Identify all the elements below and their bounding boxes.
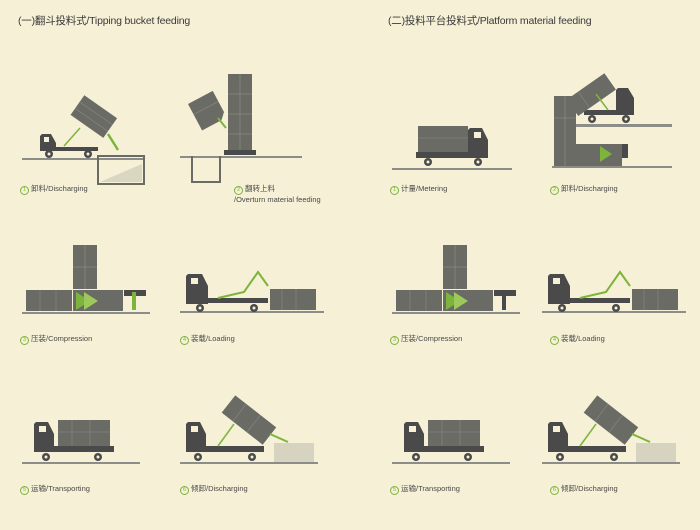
step-label: 运输/Transporting — [401, 484, 460, 493]
tilted-bin — [70, 95, 118, 138]
step-number-badge: 3 — [390, 336, 399, 345]
step-number-badge: 6 — [550, 486, 559, 495]
step-label: 倾卸/Discharging — [561, 484, 618, 493]
overturning-bucket — [188, 90, 224, 131]
step-number-badge: 2 — [550, 186, 559, 195]
step-label: 卸料/Discharging — [31, 184, 88, 193]
overturn-feeding-illustration — [180, 74, 302, 183]
truck — [40, 134, 98, 158]
right-section-title: (二)投料平台投料式/Platform material feeding — [388, 15, 592, 27]
transporting-illustration — [392, 420, 510, 464]
truck-with-container — [404, 420, 484, 461]
transporting-illustration — [22, 420, 140, 464]
compactor-unit — [554, 96, 622, 166]
step-number-badge: 3 — [20, 336, 29, 345]
storage-container — [26, 290, 72, 311]
tilted-container — [566, 73, 616, 117]
dumping-illustration — [542, 395, 680, 464]
step-number-badge: 1 — [20, 186, 29, 195]
truck — [186, 422, 264, 461]
container — [632, 289, 678, 310]
step-label: 装载/Loading — [191, 334, 235, 343]
loading-illustration — [180, 270, 324, 313]
loading-illustration — [542, 270, 686, 313]
step-label: 装载/Loading — [561, 334, 605, 343]
step-number-badge: 6 — [180, 486, 189, 495]
tilted-container — [583, 395, 639, 445]
step-label: 翻转上料 — [245, 184, 275, 193]
step-number-badge: 5 — [20, 486, 29, 495]
dumping-illustration — [180, 395, 318, 464]
truck-with-container — [34, 420, 114, 461]
step-number-badge: 1 — [390, 186, 399, 195]
compression-illustration — [392, 245, 520, 314]
left-section-title: (一)翻斗投料式/Tipping bucket feeding — [18, 15, 190, 27]
truck — [548, 274, 630, 312]
compression-illustration — [22, 245, 150, 314]
container — [270, 289, 316, 310]
metering-illustration — [392, 126, 512, 170]
tilted-container — [221, 395, 277, 445]
step-label: 压装/Compression — [31, 334, 93, 343]
truck — [186, 274, 268, 312]
step-number-badge: 4 — [550, 336, 559, 345]
step-number-badge: 4 — [180, 336, 189, 345]
compactor-tower — [228, 74, 252, 154]
step-number-badge: 5 — [390, 486, 399, 495]
platform-discharging-illustration — [552, 73, 672, 168]
storage-container — [396, 290, 442, 311]
truck — [548, 422, 626, 461]
step-label: /Overturn material feeding — [234, 195, 321, 204]
truck — [584, 88, 634, 123]
step-label: 计量/Metering — [401, 184, 448, 193]
step-label: 运输/Transporting — [31, 484, 90, 493]
tipping-truck-discharging-illustration — [22, 95, 145, 185]
step-label: 卸料/Discharging — [561, 184, 618, 193]
step-number-badge: 2 — [234, 186, 243, 195]
step-label: 倾卸/Discharging — [191, 484, 248, 493]
step-label: 压装/Compression — [401, 334, 463, 343]
truck-with-container — [416, 126, 488, 166]
